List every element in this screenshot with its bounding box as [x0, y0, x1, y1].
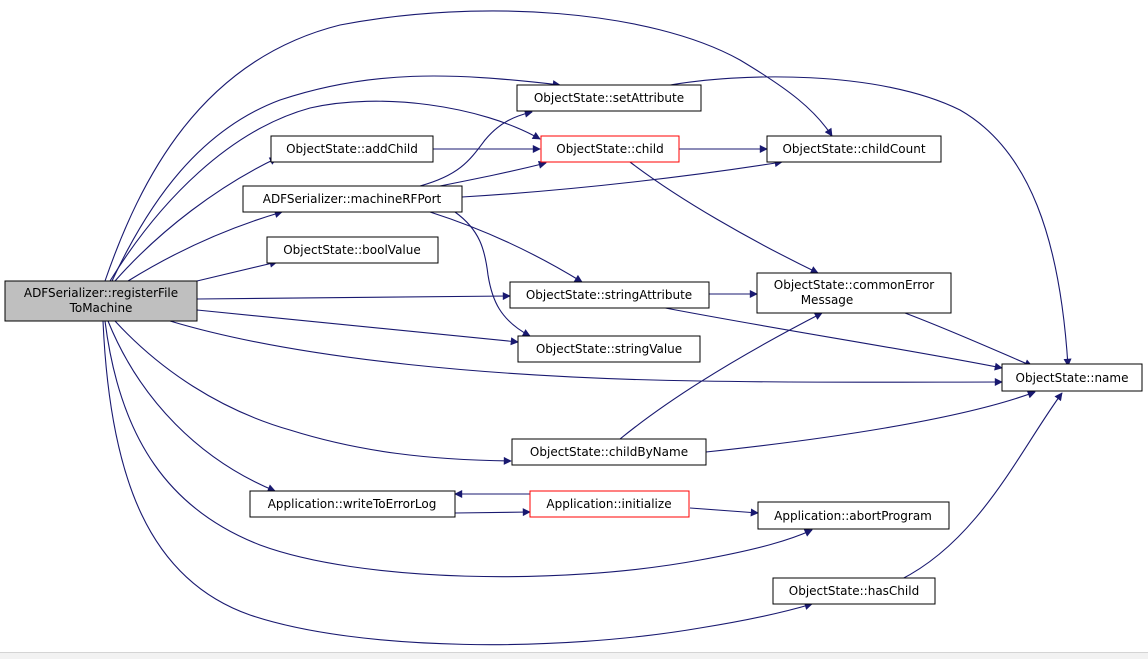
node-childcount-label: ObjectState::childCount — [782, 142, 925, 156]
edge-stringattribute-to-name — [659, 306, 1003, 371]
edge-root-to-child — [109, 100, 541, 282]
edge-haschild-to-name — [899, 392, 1063, 581]
edges — [102, 10, 1072, 646]
edge-childbyname-to-commonerror — [619, 312, 823, 440]
edge-childbyname-to-name — [705, 390, 1036, 453]
node-name-label: ObjectState::name — [1016, 371, 1129, 385]
edge-initialize-to-abortprogram — [689, 507, 759, 517]
edge-machinerfport-to-childcount — [461, 159, 783, 198]
node-stringvalue[interactable]: ObjectState::stringValue — [517, 335, 701, 363]
edge-root-to-writetoerrorlog — [107, 320, 276, 492]
edge-root-to-machinerfport — [127, 210, 283, 282]
edge-root-to-stringvalue — [196, 309, 519, 346]
node-child[interactable]: ObjectState::child — [540, 135, 680, 163]
node-abortprogram-label: Application::abortProgram — [774, 509, 932, 523]
edge-setattribute-to-name — [664, 76, 1072, 367]
node-setattribute[interactable]: ObjectState::setAttribute — [516, 84, 702, 112]
node-haschild[interactable]: ObjectState::hasChild — [772, 577, 936, 605]
node-addchild[interactable]: ObjectState::addChild — [270, 135, 434, 163]
node-commonerror-label-line2: Message — [801, 293, 854, 307]
node-setattribute-label: ObjectState::setAttribute — [534, 91, 684, 105]
edge-root-to-name — [169, 320, 1003, 387]
node-haschild-label: ObjectState::hasChild — [789, 584, 919, 598]
node-boolvalue-label: ObjectState::boolValue — [283, 243, 421, 257]
edge-root-to-abortprogram — [104, 320, 813, 578]
edge-child-to-commonerror — [629, 161, 819, 274]
edge-root-to-haschild — [102, 320, 813, 646]
edge-root-to-childcount — [104, 10, 833, 282]
node-root-label-line1: ADFSerializer::registerFile — [24, 286, 178, 300]
node-childbyname[interactable]: ObjectState::childByName — [511, 438, 707, 466]
node-stringattribute-label: ObjectState::stringAttribute — [526, 288, 692, 302]
node-root[interactable]: ADFSerializer::registerFile ToMachine — [4, 280, 198, 322]
edge-writetoerrorlog-to-initialize — [454, 508, 531, 517]
edge-machinerfport-to-stringvalue — [454, 211, 531, 337]
node-addchild-label: ObjectState::addChild — [286, 142, 418, 156]
edge-root-to-setattribute — [111, 75, 561, 282]
edge-machinerfport-to-stringattribute — [429, 211, 583, 283]
node-child-label: ObjectState::child — [556, 142, 663, 156]
edge-root-to-boolvalue — [196, 259, 278, 282]
edge-root-to-childbyname — [114, 320, 512, 465]
scrollbar-track — [0, 652, 1148, 659]
node-abortprogram[interactable]: Application::abortProgram — [757, 501, 950, 530]
edge-machinerfport-to-setattribute — [419, 109, 533, 187]
node-root-label-line2: ToMachine — [69, 301, 133, 315]
node-childcount[interactable]: ObjectState::childCount — [766, 135, 942, 163]
node-name[interactable]: ObjectState::name — [1001, 363, 1143, 392]
node-commonerrormessage[interactable]: ObjectState::commonError Message — [756, 272, 952, 314]
edge-root-to-stringattribute — [196, 292, 511, 301]
edge-machinerfport-to-child — [439, 160, 547, 187]
node-writetoerrorlog[interactable]: Application::writeToErrorLog — [249, 490, 456, 518]
node-writetoerrorlog-label: Application::writeToErrorLog — [268, 497, 437, 511]
node-machinerfport-label: ADFSerializer::machineRFPort — [263, 192, 442, 206]
node-initialize-label: Application::initialize — [546, 497, 671, 511]
node-commonerror-label-line1: ObjectState::commonError — [774, 278, 935, 292]
node-stringattribute[interactable]: ObjectState::stringAttribute — [509, 281, 710, 309]
edge-root-to-addchild — [114, 157, 278, 282]
node-boolvalue[interactable]: ObjectState::boolValue — [266, 236, 439, 264]
node-initialize[interactable]: Application::initialize — [529, 490, 690, 518]
node-machinerfport[interactable]: ADFSerializer::machineRFPort — [242, 185, 463, 213]
edge-commonerror-to-name — [904, 312, 1033, 367]
node-stringvalue-label: ObjectState::stringValue — [536, 342, 682, 356]
node-childbyname-label: ObjectState::childByName — [530, 445, 688, 459]
